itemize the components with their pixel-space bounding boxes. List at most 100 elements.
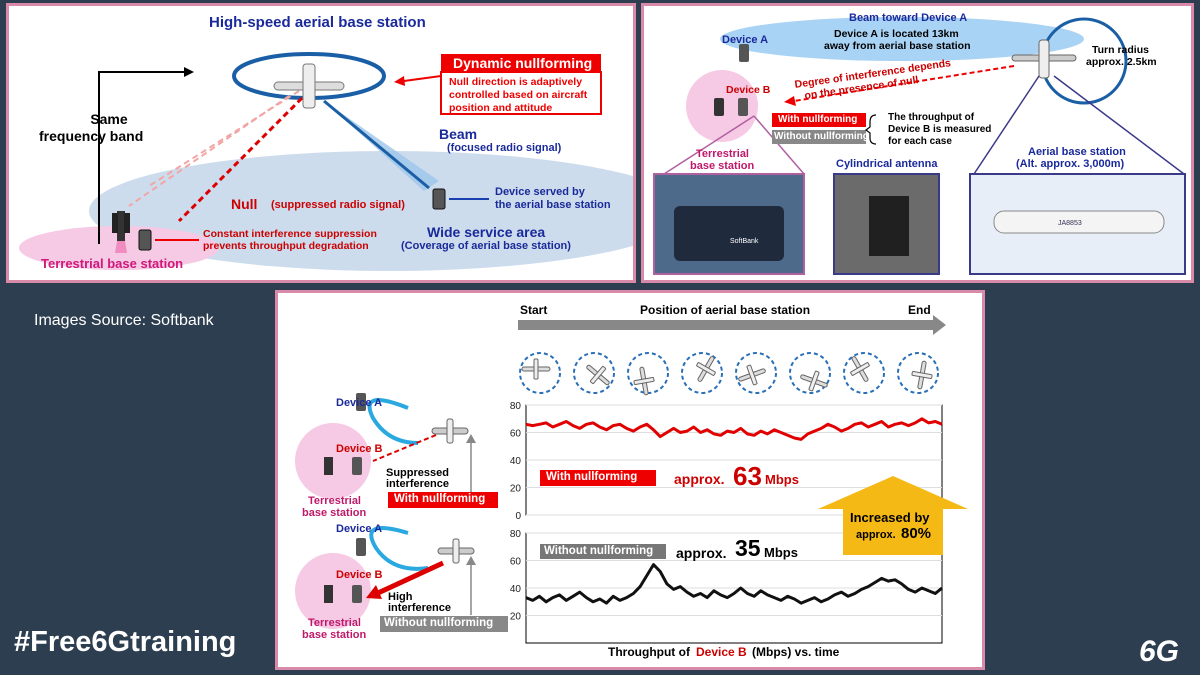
interference-desc-2: prevents throughput degradation [203,240,369,252]
suppressed-label-1: Suppressed [386,467,449,479]
y-tick-label: 60 [510,429,522,440]
xlabel-prefix: Throughput of [608,645,690,659]
orbit-plane-icon [521,358,551,380]
device-a-desc-1: Device A is located 13km [834,28,959,40]
y-tick-label: 20 [510,612,522,623]
terrestrial-with-1: Terrestrial [308,495,361,507]
nullforming-desc-2: controlled based on aircraft [449,89,588,101]
concept-diagram [19,52,633,271]
orbit-circle [735,352,777,394]
beam-curve-without [369,526,429,571]
altitude-label: (Alt. approx. 3,000m) [1016,158,1125,170]
throughput-note-1: The throughput of [888,112,975,123]
increased-approx: approx. [856,529,896,541]
without-null-badge-bg [772,130,866,144]
antenna-shape [869,196,909,256]
images-source: Images Source: Softbank [34,312,214,329]
null-title: Null [231,196,258,212]
service-area-ellipse [89,151,633,271]
end-label: End [908,303,931,317]
terrestrial-without-2: base station [302,629,367,641]
with-approx: approx. [674,471,725,487]
device-b-phone-without [352,585,362,603]
aerial-plane-icon [273,63,345,109]
aerial-station-label: Aerial base station [1028,146,1126,158]
device-b-label-without: Device B [336,569,383,581]
with-null-badge-c-bg [388,492,498,508]
with-null-badge-bg [772,113,866,127]
device-b-phone-with [352,457,362,475]
orbit-plane-icon [850,356,870,382]
logo-text: 6G [1139,635,1179,668]
beam-title: Beam [439,126,478,142]
y-tick-label: 40 [510,456,522,467]
without-chart-label: Without nullforming [544,545,654,557]
nullforming-desc-3: position and attitude [449,102,553,114]
position-arrow-bar [518,320,938,330]
device-b-phone-icon [738,98,748,116]
service-area-label: Wide service area [427,224,546,240]
with-null-badge: With nullforming [778,114,858,125]
without-null-badge: Without nullforming [774,131,869,142]
6g-logo-icon: 6G [1139,635,1179,668]
device-desc-1: Device served by [495,186,585,198]
terrestrial-label-b-2: base station [690,160,755,172]
orbit-circle [897,352,939,394]
phone-icon-terrestrial [138,229,152,251]
y-tick-label: 40 [510,584,522,595]
y-tick-label: 60 [510,557,522,568]
panel-a-title: High-speed aerial base station [209,14,426,31]
orbit-plane-icon [911,360,933,390]
device-b-label-with: Device B [336,443,383,455]
setup-plane-icon [1011,39,1077,79]
device-b-label: Device B [726,84,771,96]
device-a-phone-with [356,393,366,411]
orbit-circle [789,352,831,394]
tower-icon [112,211,130,253]
position-label: Position of aerial base station [640,303,811,317]
series-line [525,417,943,441]
plane-icon-without [437,538,475,564]
nullforming-desc-box [440,71,602,115]
terrestrial-label: Terrestrial base station [41,256,184,271]
without-unit: Mbps [764,545,798,560]
nullforming-desc-1: Null direction is adaptively [449,76,583,88]
device-a-phone-without [356,538,366,556]
increased-value: 80% [901,525,932,542]
without-null-badge-c: Without nullforming [384,617,494,629]
beam-curve-with [367,398,419,445]
plane-icon-with [431,418,469,444]
device-desc-2: the aerial base station [495,199,611,211]
same-band-label-2: frequency band [39,128,144,144]
tower-icon-without [324,585,333,603]
orbit-plane-icon [800,370,828,392]
orbit-plane-icon [586,364,610,386]
interference-desc-1: Constant interference suppression [203,228,377,240]
with-null-badge-c: With nullforming [394,493,486,505]
orbit-sequence [519,352,939,396]
orbit-circle [519,352,561,394]
without-approx: approx. [676,545,727,561]
van-shape [674,206,784,261]
device-a-label-with: Device A [336,397,383,409]
start-label: Start [520,303,548,317]
with-chart-label-bg [540,470,656,486]
null-desc: (suppressed radio signal) [271,199,405,211]
panel-experiment-setup: Beam toward Device A Device A Device A i… [641,3,1194,283]
y-tick-label: 20 [510,484,522,495]
tower-b-icon [714,98,724,116]
orbit-plane-icon [738,364,766,386]
orbit-circle [681,352,723,394]
service-area-desc: (Coverage of aerial base station) [401,240,571,252]
beam-desc: (focused radio signal) [447,142,562,154]
turn-radius-2: approx. 2.5km [1086,56,1157,68]
increased-label: Increased by [850,510,930,525]
plane-registration: JA8853 [1058,220,1082,227]
terrestrial-label-b-1: Terrestrial [696,148,749,160]
nullforming-title-bg [441,54,601,72]
phone-icon-served [432,188,446,210]
